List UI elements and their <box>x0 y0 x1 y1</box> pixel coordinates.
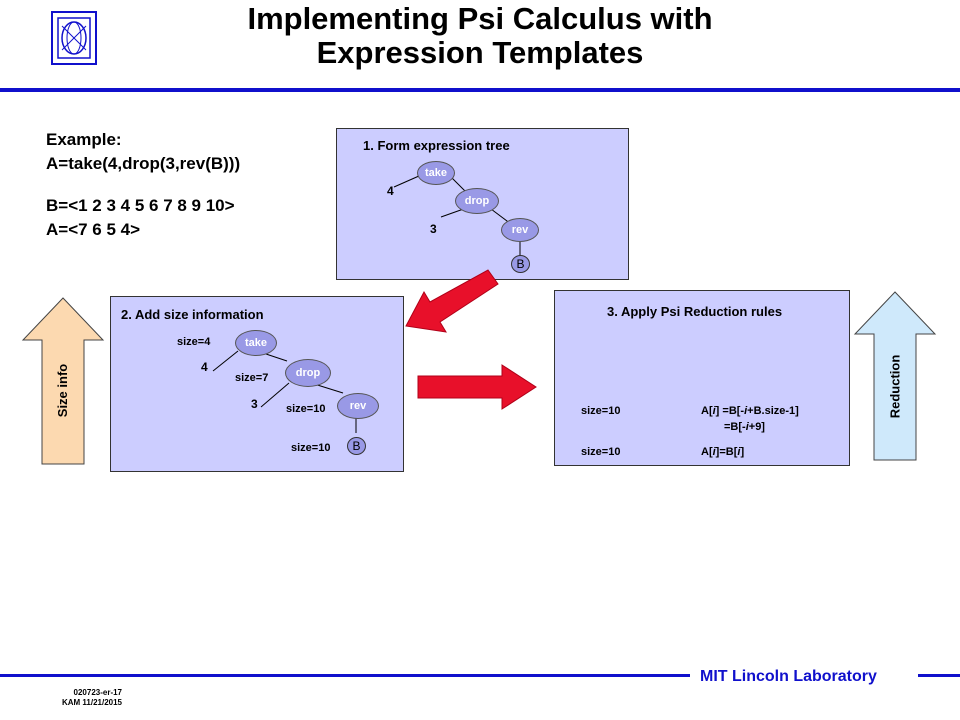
panel-expression-tree: 1. Form expression tree take drop rev B … <box>336 128 629 280</box>
panel3-title: 3. Apply Psi Reduction rules <box>607 304 783 319</box>
panel2-size-take: size=4 <box>177 336 211 348</box>
header-rule <box>0 88 960 92</box>
footer-rule-right <box>918 674 960 677</box>
panel3-row2-size: size=10 <box>581 446 621 458</box>
footer-author: KAM 11/21/2015 <box>61 698 122 707</box>
slide-title-line2: Expression Templates <box>316 35 644 70</box>
panel3-row1-size: size=10 <box>581 405 621 417</box>
footer-meta: 020723-er-17 KAM 11/21/2015 <box>46 688 122 708</box>
reduction-label-wrap: Reduction <box>855 354 935 418</box>
reduction-arrow-icon <box>853 291 937 461</box>
arrow-tree-to-size-icon <box>405 269 499 333</box>
panel3-row1-rule-line2: =B[-i+9] <box>724 421 765 433</box>
panel2-node-drop: drop <box>285 359 331 387</box>
panel3-row1-rule: A[i] =B[-i+B.size-1] <box>701 405 799 417</box>
footer-lab-name: MIT Lincoln Laboratory <box>700 668 877 685</box>
panel1-node-take: take <box>417 161 455 185</box>
panel2-node-rev: rev <box>337 393 379 419</box>
panel2-title: 2. Add size information <box>121 307 264 322</box>
slide-title: Implementing Psi Calculus with Expressio… <box>170 2 790 70</box>
panel2-node-b: B <box>347 437 366 455</box>
size-info-label-wrap: Size info <box>23 363 103 416</box>
arrow-size-to-reduction-icon <box>417 364 537 410</box>
footer-rule-left <box>0 674 690 677</box>
panel2-size-drop: size=7 <box>235 372 269 384</box>
slide-title-line1: Implementing Psi Calculus with <box>247 1 713 36</box>
example-a-value: A=<7 6 5 4> <box>46 220 141 239</box>
panel1-node-rev: rev <box>501 218 539 242</box>
size-info-arrow-icon <box>21 297 105 465</box>
size-info-label: Size info <box>55 363 71 417</box>
example-heading: Example: <box>46 130 122 149</box>
panel2-arg-4: 4 <box>201 360 208 374</box>
panel1-arg-4: 4 <box>387 184 394 198</box>
panel3-row2-rule: A[i]=B[i] <box>701 446 745 458</box>
panel2-arg-3: 3 <box>251 397 258 411</box>
example-block: Example: A=take(4,drop(3,rev(B))) B=<1 2… <box>46 128 240 242</box>
reduction-label: Reduction <box>887 354 903 418</box>
panel1-node-drop: drop <box>455 188 499 214</box>
panel1-node-b: B <box>511 255 530 273</box>
panel-size-information: 2. Add size information take drop rev B … <box>110 296 404 472</box>
panel-psi-reduction: 3. Apply Psi Reduction rules size=10 A[i… <box>554 290 850 466</box>
lincoln-lab-logo-icon <box>51 11 97 65</box>
panel1-title: 1. Form expression tree <box>363 138 510 153</box>
panel1-arg-3: 3 <box>430 222 437 236</box>
panel2-size-b: size=10 <box>291 442 331 454</box>
example-expression: A=take(4,drop(3,rev(B))) <box>46 154 241 173</box>
footer-code: 020723-er-17 <box>73 688 122 697</box>
panel2-node-take: take <box>235 330 277 356</box>
example-b-value: B=<1 2 3 4 5 6 7 8 9 10> <box>46 196 235 215</box>
panel2-size-rev: size=10 <box>286 403 326 415</box>
